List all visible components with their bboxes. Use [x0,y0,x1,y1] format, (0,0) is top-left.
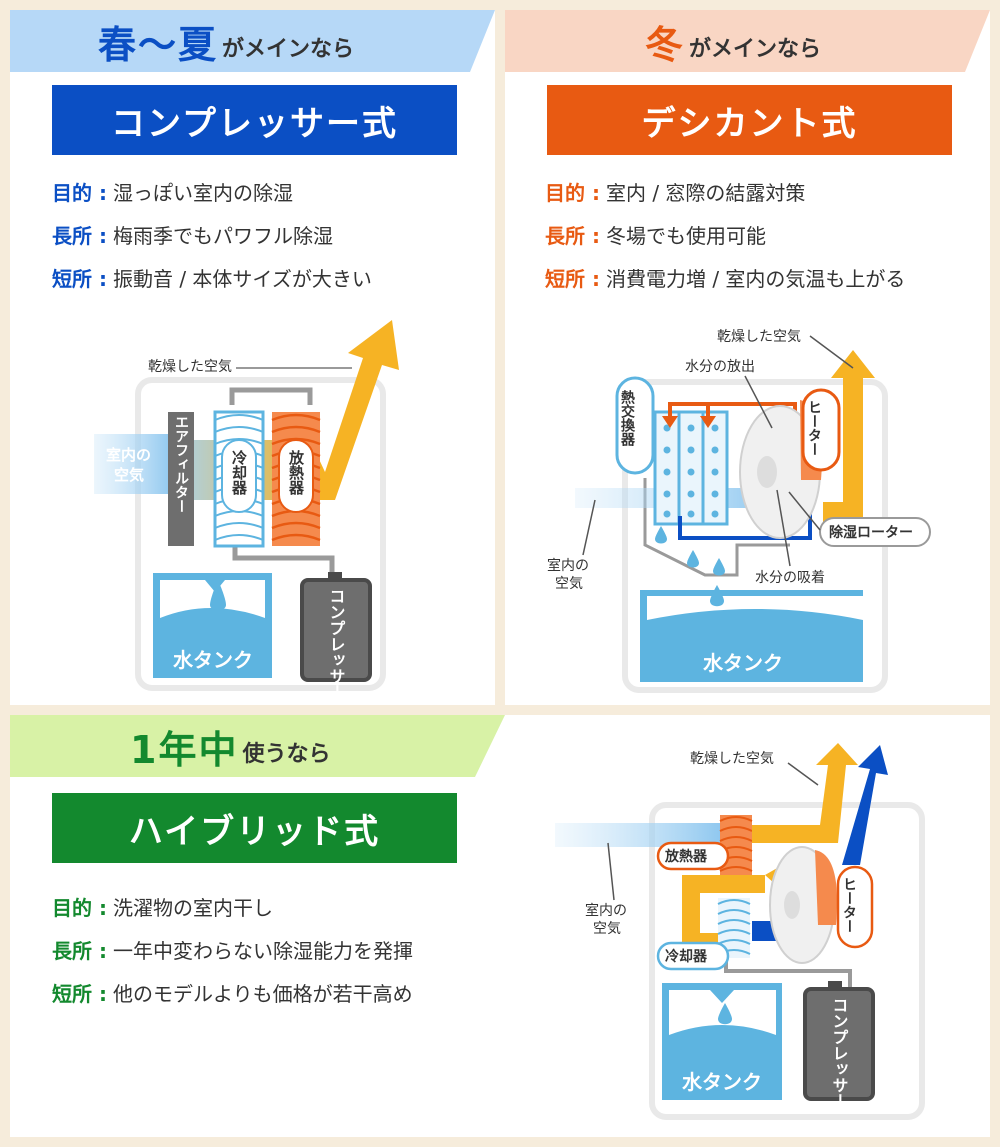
label-cooler: 冷却器 [230,449,248,496]
label-room-air-1: 室内の [106,446,151,464]
label-dry-air: 乾燥した空気 [717,329,801,345]
feature-list: 目的 :湿っぽい室内の除湿 長所 :梅雨季でもパワフル除湿 短所 :振動音 / … [52,170,372,299]
hybrid-diagram: 乾燥した空気 放熱器 室内の 空気 冷却器 ヒーター 水タンク コンプレッサー [555,743,925,1120]
label-absorb: 水分の吸着 [755,570,825,586]
compressor-diagram: 乾燥した空気 室内の 空気 エアフィルター 冷却器 放熱器 水タンク コンプレッ… [94,320,399,700]
label-cooler: 冷却器 [665,948,708,965]
heading-sub: 使うなら [242,742,331,767]
feature-list: 目的 :室内 / 窓際の結露対策 長所 :冬場でも使用可能 短所 :消費電力増 … [545,170,905,299]
list-item: 長所 :冬場でも使用可能 [545,224,766,248]
label-air-filter: エアフィルター [173,415,189,513]
label-room-air-2: 空気 [114,466,144,484]
label-heater: ヒーター [806,400,822,456]
label-radiator: 放熱器 [664,848,708,865]
label-radiator: 放熱器 [287,449,305,496]
label-room-air-1: 室内の [585,902,627,919]
label-water-tank: 水タンク [682,1070,762,1094]
label-heater: ヒーター [841,877,857,933]
heading-main: 冬 [645,22,686,67]
compressor-panel: 春〜夏 がメインなら コンプレッサー式 目的 :湿っぽい室内の除湿 長所 :梅雨… [10,10,495,705]
label-rotor: 除湿ローター [829,524,913,541]
type-title: ハイブリッド式 [52,793,457,863]
list-item: 長所 :一年中変わらない除湿能力を発揮 [52,939,413,963]
heading: 1年中 使うなら [130,715,330,777]
heading: 春〜夏 がメインなら [98,10,354,72]
type-title: デシカント式 [547,85,952,155]
heading-main: 1年中 [130,727,239,772]
label-water-tank: 水タンク [173,648,253,672]
label-room-air-2: 空気 [555,576,583,592]
label-room-air-2: 空気 [593,921,621,937]
heading-main: 春〜夏 [98,22,219,67]
type-title: コンプレッサー式 [52,85,457,155]
heading-sub: がメインなら [222,37,355,62]
label-compressor: コンプレッサー [327,588,346,700]
list-item: 短所 :他のモデルよりも価格が若干高め [52,982,413,1006]
list-item: 長所 :梅雨季でもパワフル除湿 [52,224,333,248]
list-item: 目的 :洗濯物の室内干し [52,896,273,920]
hybrid-panel: 1年中 使うなら ハイブリッド式 目的 :洗濯物の室内干し 長所 :一年中変わら… [10,715,990,1137]
list-item: 短所 :振動音 / 本体サイズが大きい [52,267,372,291]
list-item: 短所 :消費電力増 / 室内の気温も上がる [545,267,906,291]
list-item: 目的 :湿っぽい室内の除湿 [52,181,293,205]
heading-ribbon-bg [10,715,505,777]
label-room-air-1: 室内の [547,557,589,574]
heading-ribbon-bg [10,10,495,72]
label-release: 水分の放出 [685,359,755,375]
desiccant-panel: 冬 がメインなら デシカント式 目的 :室内 / 窓際の結露対策 長所 :冬場で… [505,10,990,705]
feature-list: 目的 :洗濯物の室内干し 長所 :一年中変わらない除湿能力を発揮 短所 :他のモ… [52,885,413,1014]
desiccant-diagram: 乾燥した空気 水分の放出 熱交換器 ヒーター 除湿ローター 水分の吸着 室内の … [547,329,931,693]
label-dry-air: 乾燥した空気 [148,359,232,375]
heading-ribbon-bg [505,10,990,72]
label-dry-air: 乾燥した空気 [690,751,774,767]
label-heat-exchanger: 熱交換器 [619,389,636,447]
label-compressor: コンプレッサー [830,997,849,1109]
heading-sub: がメインなら [689,37,822,62]
heading: 冬 がメインなら [645,10,821,72]
list-item: 目的 :室内 / 窓際の結露対策 [545,181,806,205]
label-water-tank: 水タンク [703,651,783,675]
